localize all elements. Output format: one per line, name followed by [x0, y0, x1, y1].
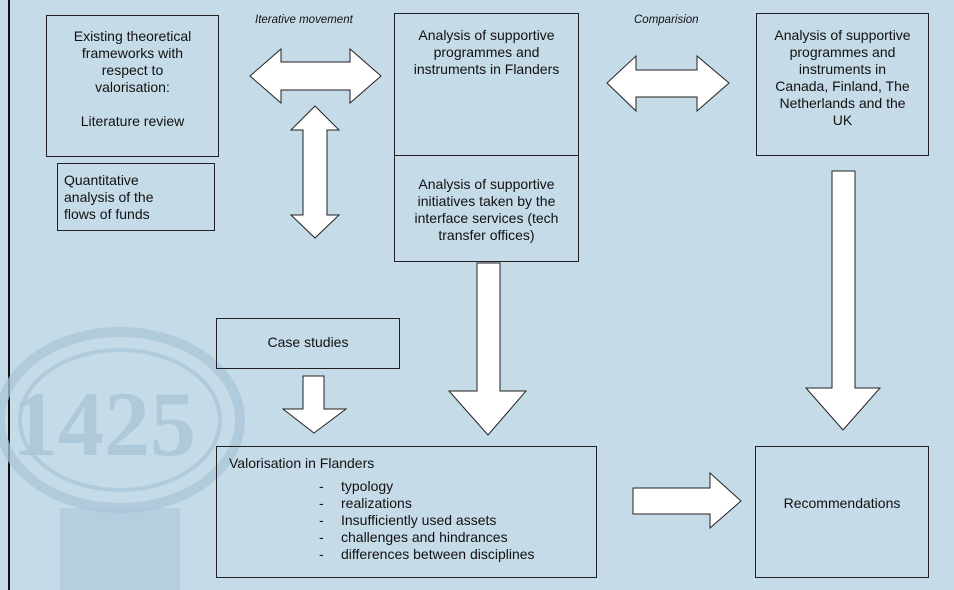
quantitative-line-1: Quantitative: [64, 172, 139, 188]
valorisation-item: differences between disciplines: [319, 546, 596, 563]
valorisation-item: realizations: [319, 495, 596, 512]
flanders-programmes-line-3: instruments in Flanders: [413, 61, 560, 77]
double-arrow-horizontal-comparison: [606, 54, 730, 113]
international-line-4: Canada, Finland, The: [775, 78, 910, 94]
interface-line-1: Analysis of supportive: [418, 176, 555, 192]
frameworks-line-3: respect to: [101, 62, 164, 78]
annotation-iterative-movement: Iterative movement: [255, 14, 353, 26]
valorisation-item: typology: [319, 478, 596, 495]
international-line-2: programmes and: [789, 44, 896, 60]
box-international-programmes: Analysis of supportive programmes and in…: [756, 13, 929, 156]
frameworks-line-4: valorisation:: [95, 79, 170, 95]
interface-line-2: initiatives taken by the: [417, 193, 556, 209]
box-flanders-programmes: Analysis of supportive programmes and in…: [394, 13, 579, 156]
arrow-down-interface-services: [447, 262, 528, 436]
arrow-right-recommendations: [632, 471, 742, 530]
double-arrow-horizontal-iterative: [249, 47, 382, 105]
frameworks-line-1: Existing theoretical: [73, 28, 192, 44]
valorisation-items-list: typology realizations Insufficiently use…: [229, 478, 596, 563]
interface-line-4: transfer offices): [438, 227, 535, 243]
frameworks-line-2: frameworks with: [81, 45, 184, 61]
valorisation-title: Valorisation in Flanders: [229, 455, 375, 471]
arrow-down-international: [804, 170, 882, 431]
flanders-programmes-line-2: programmes and: [433, 44, 540, 60]
case-studies-label: Case studies: [267, 334, 349, 350]
box-quantitative-analysis: Quantitative analysis of the flows of fu…: [57, 163, 215, 231]
watermark-number: 1425: [12, 373, 196, 475]
annotation-comparison: Comparision: [634, 14, 699, 26]
international-line-3: instruments in: [798, 61, 887, 77]
flanders-programmes-line-1: Analysis of supportive: [418, 27, 555, 43]
interface-line-3: interface services (tech: [414, 210, 559, 226]
double-arrow-vertical-left: [289, 105, 341, 239]
box-existing-frameworks: Existing theoretical frameworks with res…: [46, 15, 219, 157]
international-line-5: Netherlands and the: [779, 95, 906, 111]
frameworks-literature-review: Literature review: [80, 113, 185, 129]
international-line-1: Analysis of supportive: [774, 27, 911, 43]
left-edge-line: [8, 0, 10, 590]
box-valorisation-in-flanders: Valorisation in Flanders typology realiz…: [216, 446, 597, 578]
international-line-6: UK: [832, 112, 853, 128]
box-interface-services: Analysis of supportive initiatives taken…: [394, 155, 579, 262]
valorisation-item: challenges and hindrances: [319, 529, 596, 546]
quantitative-line-3: flows of funds: [64, 206, 150, 222]
box-case-studies: Case studies: [216, 318, 400, 369]
quantitative-line-2: analysis of the: [64, 189, 154, 205]
arrow-down-case-studies: [281, 375, 348, 434]
box-recommendations: Recommendations: [755, 446, 929, 578]
recommendations-label: Recommendations: [783, 495, 901, 511]
valorisation-item: Insufficiently used assets: [319, 512, 596, 529]
